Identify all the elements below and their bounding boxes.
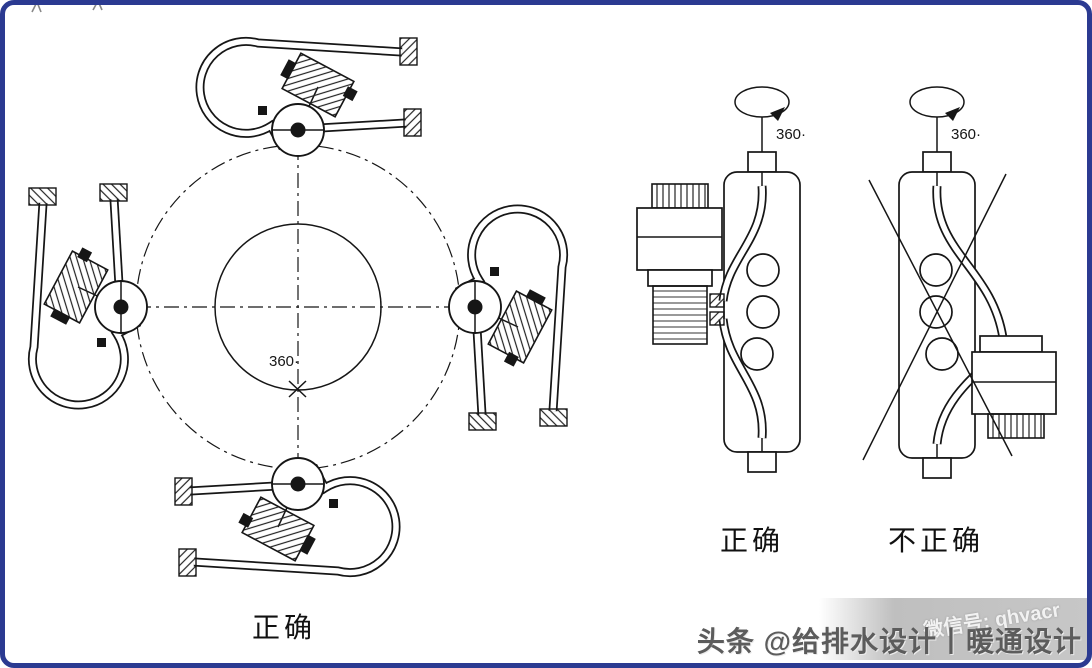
bottom-stub	[747, 451, 777, 473]
motor-assembly-correct	[636, 183, 725, 345]
top-stub	[747, 151, 777, 173]
rotation-arrowhead	[945, 107, 960, 121]
pump-unit-bottom	[175, 458, 396, 576]
bottom-stub	[922, 457, 952, 479]
incorrect-rotation-label: 360·	[951, 126, 981, 143]
rotation-arrowhead	[770, 107, 785, 121]
cross-out-mark	[862, 173, 1013, 461]
edge-artifact	[31, 0, 103, 13]
side-view-correct: 360· 正确	[636, 86, 806, 556]
correct-caption: 正确	[720, 525, 784, 556]
pump-unit-right	[449, 209, 567, 430]
top-stub	[922, 151, 952, 173]
motor-assembly-incorrect	[971, 335, 1057, 439]
incorrect-caption: 不正确	[888, 525, 984, 556]
pump-unit-left	[29, 184, 147, 405]
plan-view: 360· 正确	[29, 38, 567, 643]
rotation-cross-mark	[288, 380, 307, 398]
watermark-credit: 头条 @给排水设计丨暖通设计	[696, 626, 1082, 657]
watermark-band	[819, 598, 1087, 660]
plan-rotation-label: 360·	[269, 353, 299, 370]
pump-unit-top	[200, 38, 421, 156]
plan-caption: 正确	[252, 612, 316, 643]
correct-rotation-label: 360·	[776, 126, 806, 143]
side-view-incorrect: 360· 不正确	[862, 86, 1057, 556]
